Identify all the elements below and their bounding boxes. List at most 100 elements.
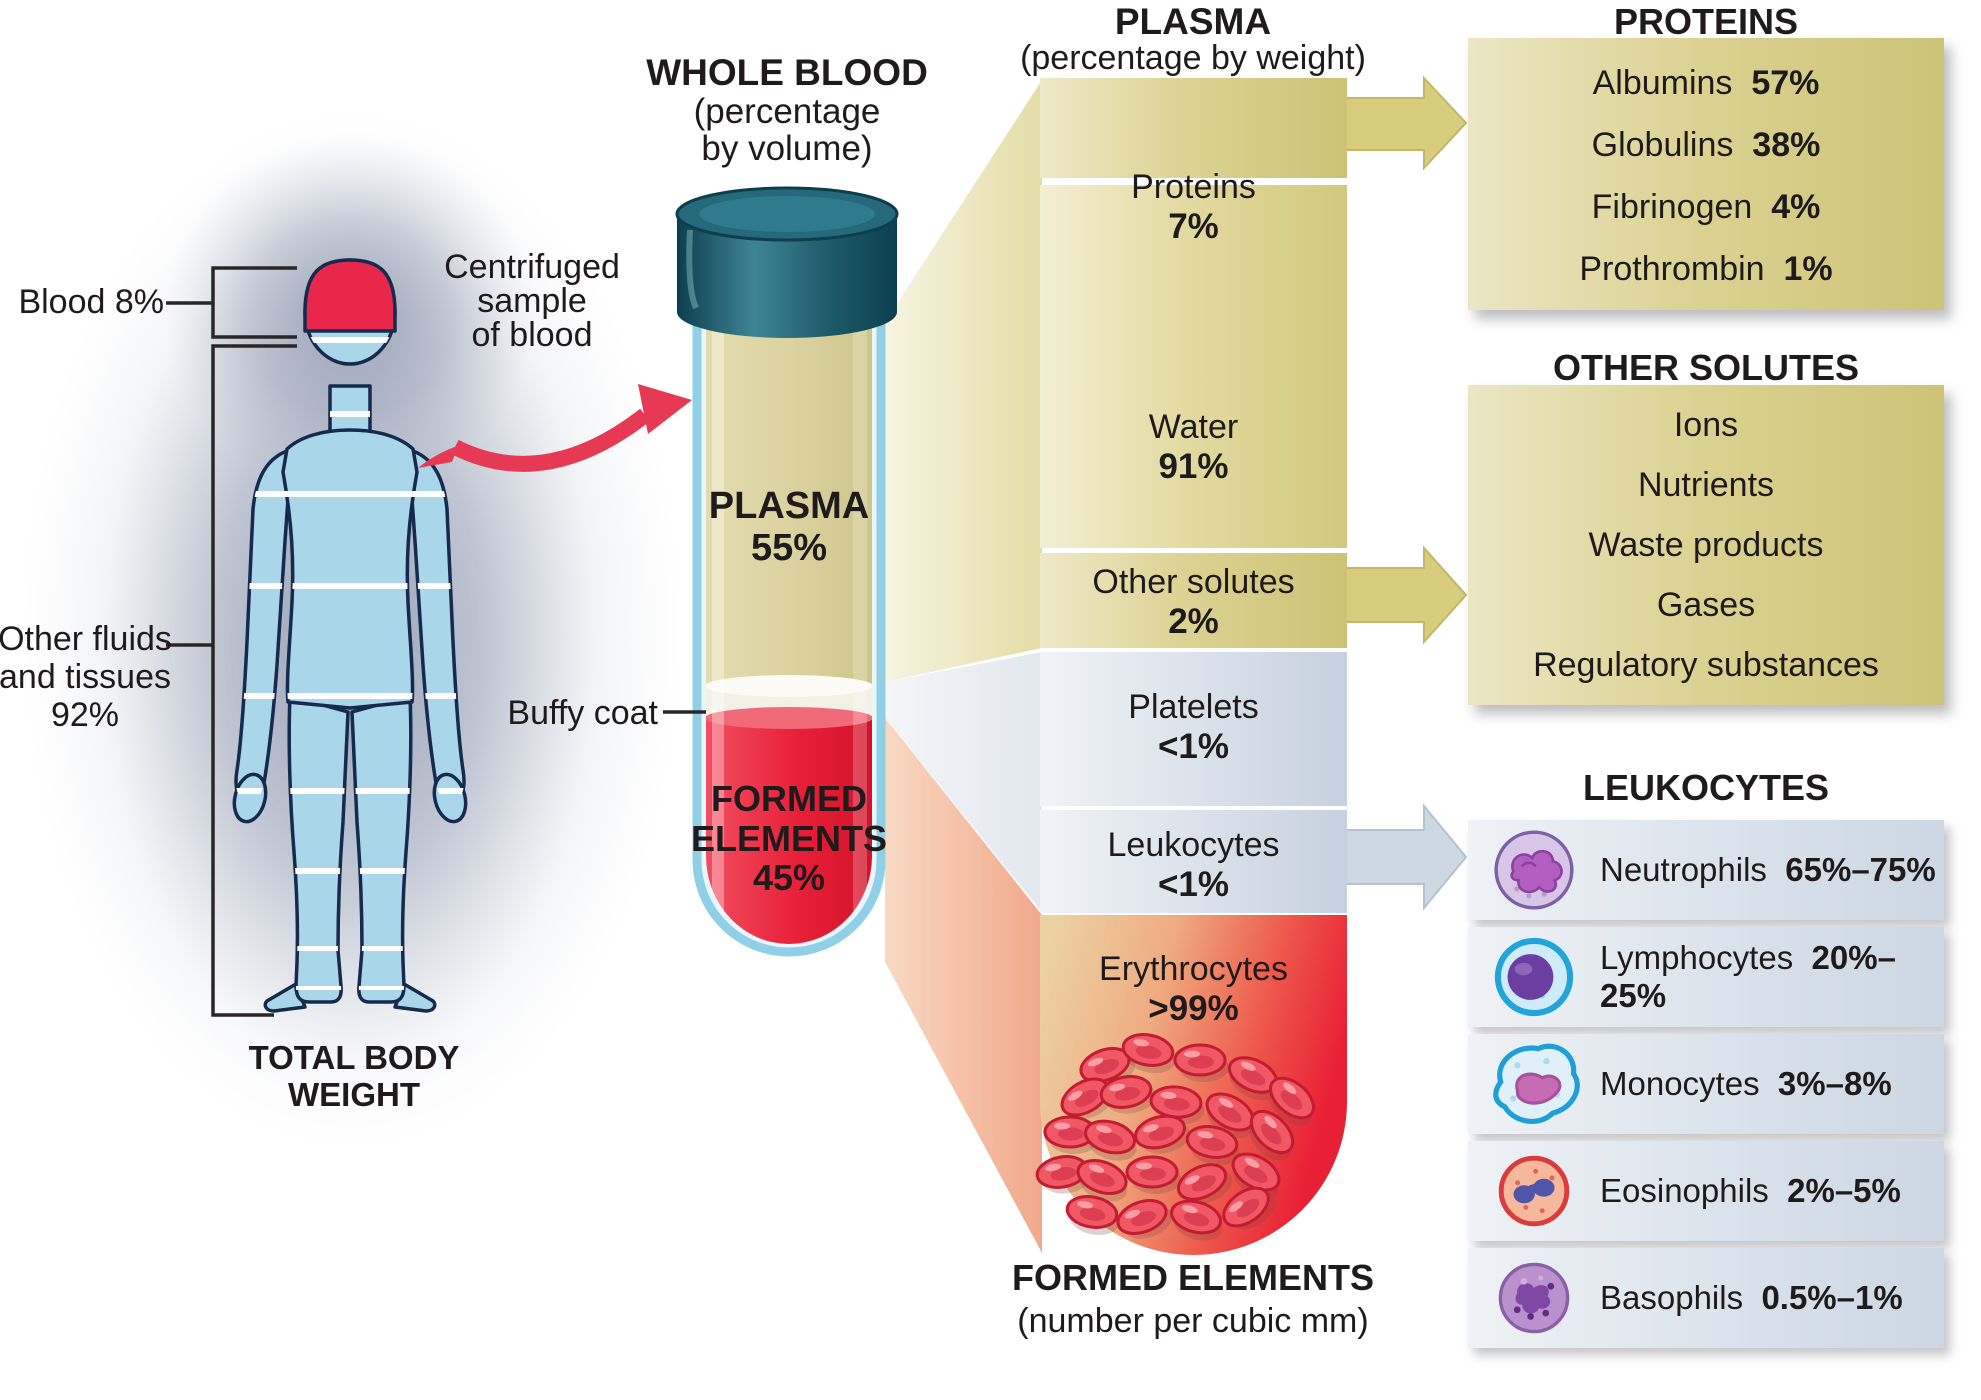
protein-item-name: Fibrinogen: [1591, 187, 1753, 226]
leukocyte-name: Basophils: [1600, 1279, 1744, 1316]
section-label-proteins: Proteins 7%: [1040, 168, 1347, 247]
formed-wedge: [885, 718, 1042, 1253]
buffy-coat-label: Buffy coat: [507, 694, 658, 732]
protein-item-value: 57%: [1751, 63, 1820, 102]
neutrophil-cell-icon: [1468, 827, 1600, 913]
solute-item: Ions: [1673, 405, 1739, 444]
plasma-column-subtitle: (percentage by weight): [1020, 39, 1366, 77]
section-name: Other solutes: [1092, 563, 1295, 601]
solute-item: Regulatory substances: [1533, 645, 1879, 684]
tube-formed-elements-label: FORMED ELEMENTS 45%: [690, 778, 887, 899]
tube-cap: [675, 186, 899, 338]
protein-item-name: Prothrombin: [1579, 249, 1765, 288]
eosinophil-cell-icon: [1468, 1150, 1600, 1232]
column-section-other-solutes: [1040, 553, 1347, 648]
leukocyte-name: Neutrophils: [1600, 851, 1767, 888]
blood-percent-label: Blood 8%: [18, 283, 164, 321]
column-section-leukocytes: [1040, 810, 1347, 913]
basophil-cell-icon: [1468, 1256, 1600, 1340]
leukocyte-name: Eosinophils: [1600, 1172, 1769, 1209]
plasma-weight-column: [1040, 78, 1347, 1255]
proteins-box: Albumins 57% Globulins 38% Fibrinogen 4%…: [1468, 38, 1944, 310]
buffy-wedge: [885, 652, 1042, 912]
lymphocyte-cell-icon: [1468, 933, 1600, 1021]
leukocytes-box-title: LEUKOCYTES: [1582, 767, 1830, 808]
leukocyte-row-label: Neutrophils 65%–75%: [1600, 851, 1944, 889]
leukocyte-row-label: Basophils 0.5%–1%: [1600, 1279, 1944, 1317]
blood-head-fill: [303, 258, 397, 333]
right-hand: [432, 772, 468, 824]
leukocyte-row-eosinophils: Eosinophils 2%–5%: [1468, 1141, 1944, 1241]
section-name: Erythrocytes: [1099, 950, 1288, 988]
leukocyte-row-label: Monocytes 3%–8%: [1600, 1065, 1944, 1103]
section-label-platelets: Platelets <1%: [1040, 688, 1347, 767]
centrifuged-sample-label: Centrifuged sample of blood: [444, 248, 620, 354]
section-name: Proteins: [1131, 168, 1256, 206]
whole-blood-title: WHOLE BLOOD: [646, 52, 928, 93]
protein-item-value: 1%: [1783, 249, 1833, 288]
proteins-box-title: PROTEINS: [1613, 1, 1799, 42]
solute-item: Nutrients: [1637, 465, 1775, 504]
protein-item-value: 38%: [1752, 125, 1821, 164]
test-tube: [675, 186, 899, 957]
leukocyte-name: Monocytes: [1600, 1065, 1760, 1102]
proteins-arrow-icon: [1344, 75, 1468, 171]
section-name: Platelets: [1128, 688, 1259, 726]
plasma-column-title: PLASMA: [1114, 1, 1272, 42]
whole-blood-subtitle: (percentage by volume): [693, 92, 881, 168]
column-section-platelets: [1040, 652, 1347, 806]
other-solutes-arrow-icon: [1344, 545, 1468, 645]
formed-elements-footer-title: FORMED ELEMENTS: [1011, 1257, 1374, 1298]
blood-bracket: [166, 266, 297, 339]
torso: [281, 428, 419, 710]
protein-item: Fibrinogen 4%: [1468, 188, 1944, 227]
column-section-proteins: [1040, 78, 1347, 178]
leukocyte-value: 0.5%–1%: [1761, 1279, 1903, 1316]
section-value: 91%: [1158, 446, 1229, 486]
leukocyte-row-neutrophils: Neutrophils 65%–75%: [1468, 820, 1944, 920]
section-value: <1%: [1157, 726, 1230, 766]
protein-item-name: Albumins: [1592, 63, 1733, 102]
section-name: Leukocytes: [1107, 826, 1280, 864]
leukocytes-arrow-icon: [1344, 803, 1468, 911]
section-label-water: Water 91%: [1040, 408, 1347, 487]
section-value: >99%: [1148, 988, 1239, 1028]
leukocyte-row-basophils: Basophils 0.5%–1%: [1468, 1248, 1944, 1348]
solute-item: Waste products: [1588, 525, 1824, 564]
right-leg: [350, 694, 413, 1004]
formed-elements-footer-subtitle: (number per cubic mm): [1017, 1302, 1369, 1340]
other-solutes-box-title: OTHER SOLUTES: [1552, 347, 1860, 388]
section-name: Water: [1148, 408, 1239, 446]
leukocyte-row-label: Lymphocytes 20%–25%: [1600, 939, 1944, 1015]
protein-item: Albumins 57%: [1468, 64, 1944, 103]
other-solutes-box: Ions Nutrients Waste products Gases Regu…: [1468, 385, 1944, 705]
leukocyte-value: 3%–8%: [1777, 1065, 1892, 1102]
tube-plasma-layer: [706, 318, 872, 688]
section-value: 2%: [1168, 601, 1219, 641]
other-fluids-label: Other fluids and tissues 92%: [0, 620, 172, 735]
total-body-weight-label: TOTAL BODY WEIGHT: [248, 1039, 460, 1113]
left-leg: [287, 694, 350, 1004]
section-value: <1%: [1157, 864, 1230, 904]
plasma-wedge: [885, 80, 1042, 682]
section-label-leukocytes: Leukocytes <1%: [1040, 826, 1347, 905]
leukocyte-value: 20%–25%: [1600, 939, 1896, 1014]
leukocyte-row-label: Eosinophils 2%–5%: [1600, 1172, 1944, 1210]
protein-item: Prothrombin 1%: [1468, 250, 1944, 289]
protein-item-name: Globulins: [1591, 125, 1734, 164]
protein-item-value: 4%: [1771, 187, 1821, 226]
leukocyte-row-lymphocytes: Lymphocytes 20%–25%: [1468, 927, 1944, 1027]
leukocyte-name: Lymphocytes: [1600, 939, 1794, 976]
other-fluids-bracket: [166, 344, 297, 1017]
tube-plasma-label: PLASMA 55%: [708, 485, 870, 569]
leukocyte-value: 65%–75%: [1785, 851, 1936, 888]
protein-item: Globulins 38%: [1468, 126, 1944, 165]
left-hand: [232, 772, 268, 824]
monocyte-cell-icon: [1468, 1032, 1600, 1136]
section-value: 7%: [1168, 206, 1219, 246]
leukocyte-value: 2%–5%: [1787, 1172, 1901, 1209]
solute-item: Gases: [1656, 585, 1756, 624]
leukocyte-row-monocytes: Monocytes 3%–8%: [1468, 1034, 1944, 1134]
